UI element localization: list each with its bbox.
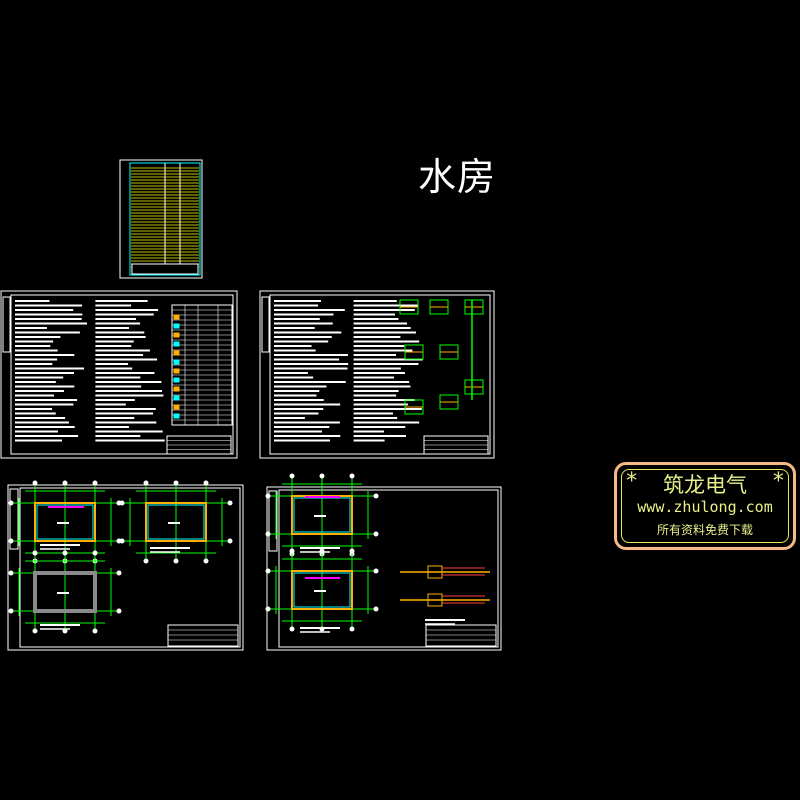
axis-bubble	[92, 628, 98, 634]
construction-notes-sheet-inner-frame	[269, 294, 491, 455]
axis-bubble	[373, 531, 379, 537]
legend-swatch	[173, 314, 180, 320]
watermark-stamp: * 筑龙电气 * www.zhulong.com 所有资料免费下载	[614, 462, 796, 550]
watermark-url: www.zhulong.com	[637, 498, 773, 516]
index-title-block	[131, 263, 199, 275]
axis-bubble	[289, 548, 295, 554]
power-plan-inner-line	[293, 572, 351, 608]
axis-bubble	[173, 480, 179, 486]
design-notes-sheet-inner-frame	[10, 294, 234, 455]
axis-bubble	[8, 608, 14, 614]
legend-swatch	[173, 350, 180, 356]
floor-plan	[34, 502, 96, 542]
watermark-brand: 筑龙电气	[663, 473, 747, 497]
legend-swatch	[173, 386, 180, 392]
floor-plan-inner-line	[36, 504, 94, 540]
axis-bubble	[265, 531, 271, 537]
index-sheet-frame	[119, 159, 203, 279]
watermark-subtitle: 所有资料免费下载	[656, 523, 753, 537]
axis-bubble	[173, 558, 179, 564]
axis-bubble	[289, 473, 295, 479]
distribution-box	[427, 565, 443, 579]
star-icon: *	[771, 469, 785, 494]
watermark-brand-row: * 筑龙电气 *	[617, 469, 793, 499]
roof-plan	[145, 502, 207, 542]
floor-plan-sheet-margin-strip	[9, 488, 19, 550]
axis-bubble	[349, 473, 355, 479]
legend-swatch	[173, 404, 180, 410]
floor-plan-sheet-inner-frame	[19, 487, 241, 648]
axis-bubble	[92, 550, 98, 556]
axis-bubble	[143, 558, 149, 564]
watermark-inner-border	[621, 469, 789, 543]
axis-bubble	[289, 626, 295, 632]
axis-bubble	[349, 626, 355, 632]
axis-bubble	[373, 568, 379, 574]
axis-bubble	[116, 608, 122, 614]
legend-swatch	[173, 395, 180, 401]
legend-swatch	[173, 332, 180, 338]
axis-bubble	[32, 480, 38, 486]
axis-bubble	[203, 558, 209, 564]
axis-bubble	[62, 550, 68, 556]
axis-bubble	[32, 628, 38, 634]
design-notes-sheet-outer-frame	[0, 290, 238, 459]
legend-swatch	[173, 341, 180, 347]
electrical-sheet-title-block	[425, 624, 497, 647]
distribution-box	[427, 593, 443, 607]
electrical-sheet-margin-strip	[268, 490, 278, 552]
axis-bubble	[116, 570, 122, 576]
roof-plan-inner-line	[147, 504, 205, 540]
axis-bubble	[8, 538, 14, 544]
axis-bubble	[32, 550, 38, 556]
axis-bubble	[349, 548, 355, 554]
design-notes-sheet-margin-strip	[2, 296, 11, 353]
axis-bubble	[373, 606, 379, 612]
axis-bubble	[203, 480, 209, 486]
axis-bubble	[92, 480, 98, 486]
axis-bubble	[143, 480, 149, 486]
foundation-plan	[33, 571, 97, 613]
axis-bubble	[119, 538, 125, 544]
star-icon: *	[625, 469, 639, 494]
legend-swatch	[173, 413, 180, 419]
construction-notes-sheet-outer-frame	[259, 290, 495, 459]
power-plan	[291, 570, 353, 610]
axis-bubble	[8, 500, 14, 506]
legend-swatch	[173, 323, 180, 329]
axis-bubble	[8, 570, 14, 576]
axis-bubble	[119, 500, 125, 506]
drawing-title: 水房	[418, 155, 497, 199]
floor-plan-sheet-outer-frame	[7, 484, 244, 651]
axis-bubble	[319, 473, 325, 479]
axis-bubble	[373, 493, 379, 499]
legend-swatch	[173, 377, 180, 383]
electrical-sheet-inner-frame	[278, 489, 499, 648]
axis-bubble	[265, 606, 271, 612]
electrical-sheet-outer-frame	[266, 486, 502, 651]
construction-notes-sheet-margin-strip	[261, 296, 270, 353]
legend-swatch	[173, 359, 180, 365]
axis-bubble	[265, 493, 271, 499]
floor-plan-sheet-title-block	[167, 624, 239, 647]
legend-swatch	[173, 368, 180, 374]
axis-bubble	[227, 538, 233, 544]
axis-bubble	[62, 480, 68, 486]
axis-bubble	[227, 500, 233, 506]
axis-bubble	[265, 568, 271, 574]
